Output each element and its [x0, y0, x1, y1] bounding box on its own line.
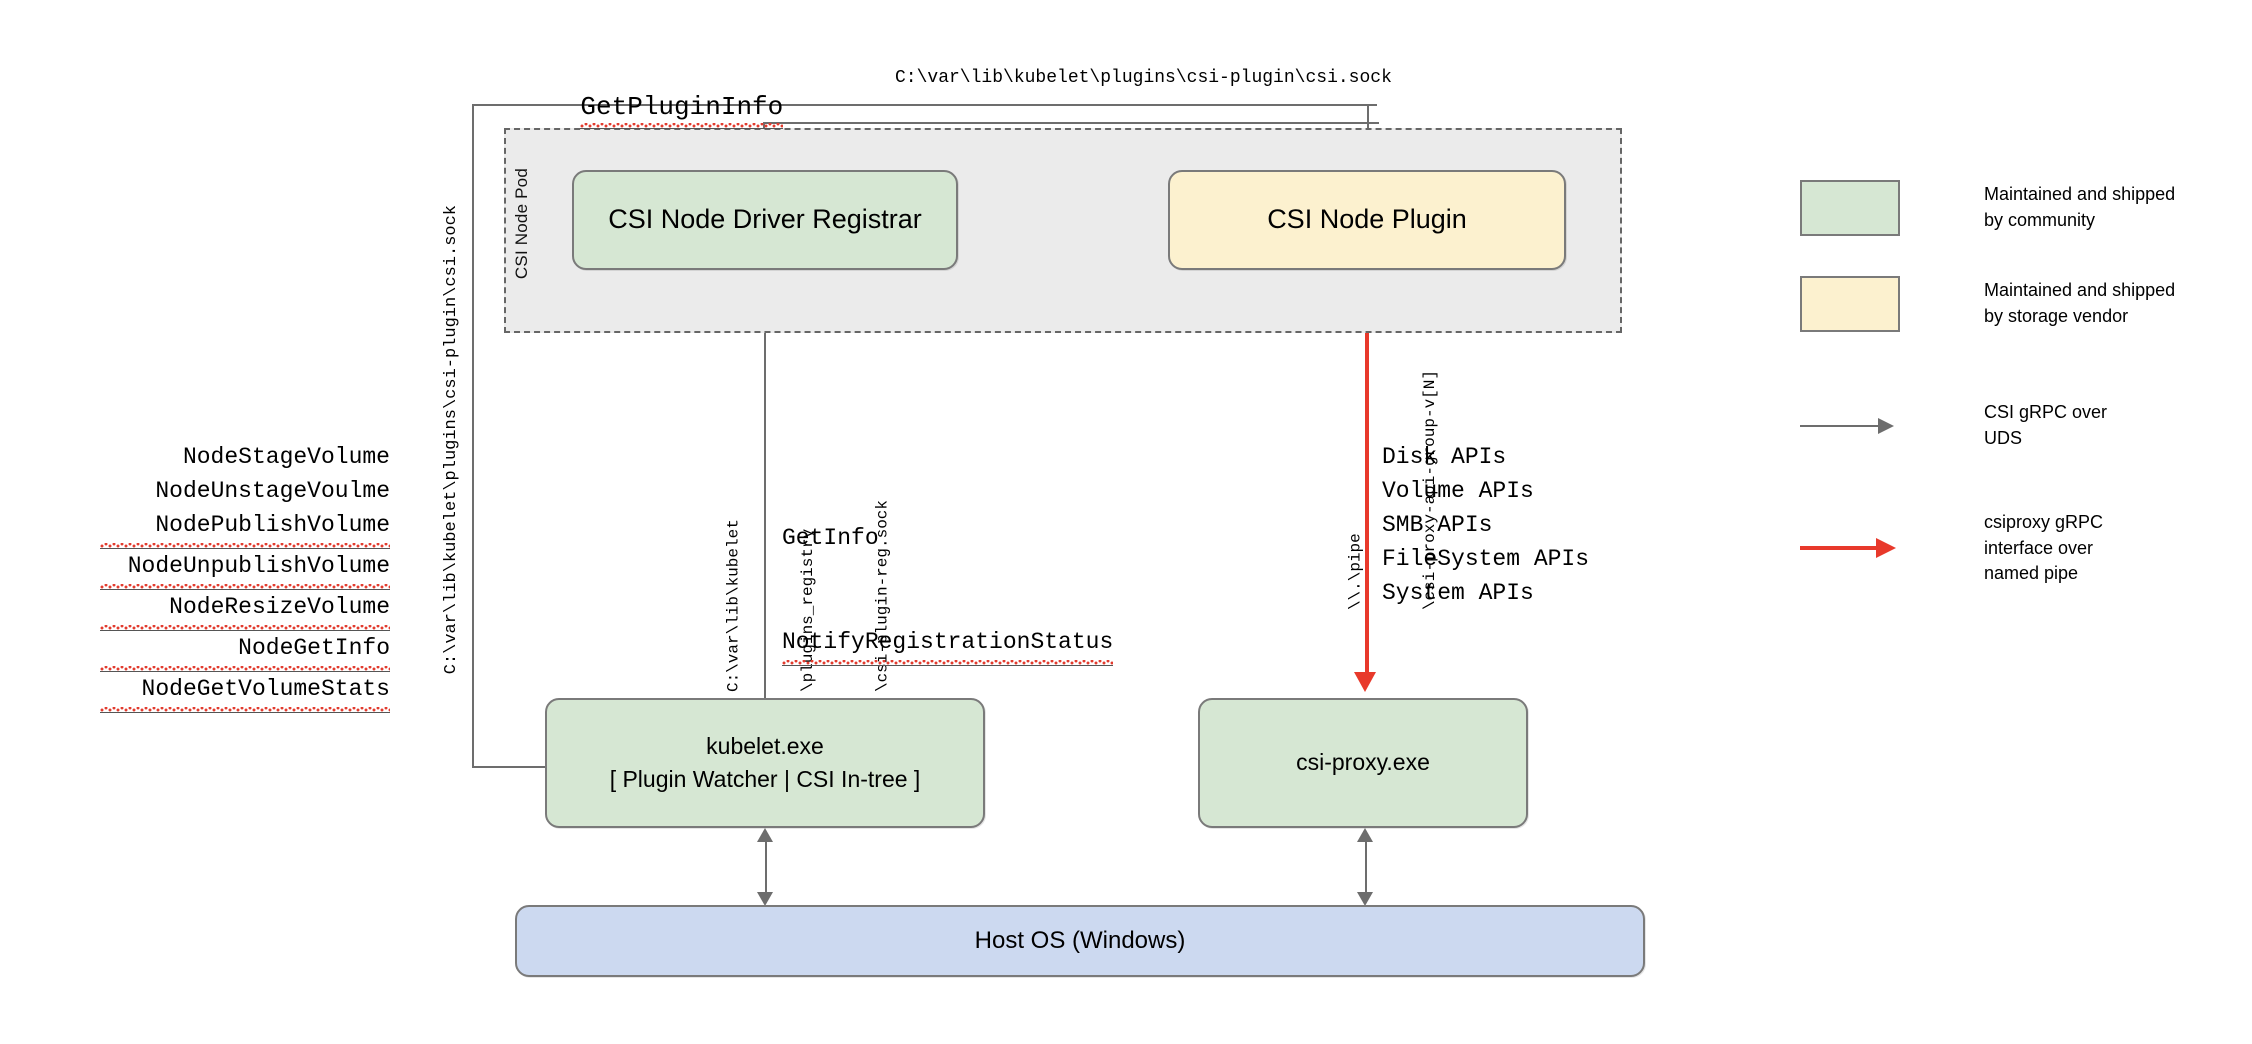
connector-csiproxy-hostos [1365, 840, 1367, 898]
proxy-api-2: SMB APIs [1382, 512, 1493, 539]
box-host-os-label: Host OS (Windows) [974, 926, 1186, 954]
kubelet-line-1: kubelet.exe [706, 732, 824, 759]
proxy-api-1: Volume APIs [1382, 478, 1534, 505]
connector-registrar-top-horizontal [763, 122, 1379, 124]
label-get-info: GetInfo [782, 525, 879, 551]
legend-arrow-grey [1800, 416, 1900, 436]
arrow-kubelet-down [757, 892, 773, 906]
legend-arrow-red [1800, 538, 1900, 559]
legend-item-csiproxy-pipe: csiproxy gRPC interface over named pipe [1800, 510, 2103, 587]
csi-node-pod-label: CSI Node Pod [512, 168, 531, 280]
box-csi-node-plugin[interactable]: CSI Node Plugin [1168, 170, 1566, 270]
arrow-kubelet-up [757, 828, 773, 842]
node-api-2: NodePublishVolume [100, 508, 390, 550]
arrow-into-csi-proxy [1354, 672, 1376, 692]
box-csi-node-driver-registrar[interactable]: CSI Node Driver Registrar [572, 170, 958, 270]
node-api-0: NodeStageVolume [182, 444, 390, 470]
node-api-3: NodeUnpublishVolume [100, 549, 390, 591]
box-host-os[interactable]: Host OS (Windows) [515, 905, 1645, 977]
proxy-api-0: Disk APIs [1382, 444, 1507, 470]
node-api-6: NodeGetVolumeStats [100, 672, 390, 714]
connector-getplugininfo-top [472, 104, 1377, 106]
legend-label-vendor: Maintained and shipped by storage vendor [1984, 280, 2176, 326]
legend-label-community: Maintained and shipped by community [1984, 184, 2176, 230]
node-api-4: NodeResizeVolume [100, 590, 390, 632]
arrow-csiproxy-down [1357, 892, 1373, 906]
label-get-plugin-info: GetPluginInfo [518, 62, 784, 152]
proxy-api-3: FileSystem APIs [1382, 546, 1590, 573]
box-kubelet-exe-text: kubelet.exe [ Plugin Watcher | CSI In-tr… [600, 730, 931, 797]
registry-path-line-1: C:\var\lib\kubelet [724, 519, 743, 693]
legend-item-community: Maintained and shipped by community [1800, 180, 2175, 236]
label-csi-proxy-api-groups: Disk APIs Volume APIs SMB APIs FileSyste… [1382, 440, 1589, 610]
kubelet-line-2: [ Plugin Watcher | CSI In-tree ] [609, 766, 921, 792]
connector-nodeplugin-to-csiproxy [1365, 270, 1369, 678]
label-node-service-apis: NodeStageVolume NodeUnstageVoulme NodePu… [100, 440, 390, 714]
box-kubelet-exe[interactable]: kubelet.exe [ Plugin Watcher | CSI In-tr… [545, 698, 985, 828]
box-csi-node-plugin-label: CSI Node Plugin [1267, 204, 1467, 235]
node-api-5: NodeGetInfo [100, 631, 390, 673]
legend-label-csiproxy-pipe: csiproxy gRPC interface over named pipe [1984, 512, 2104, 584]
pipe-path-line-1: \\.\pipe [1346, 533, 1365, 611]
connector-kubelet-hostos [765, 840, 767, 898]
label-csi-sock-path: C:\var\lib\kubelet\plugins\csi-plugin\cs… [895, 68, 1392, 88]
node-api-1: NodeUnstageVoulme [155, 478, 390, 505]
label-registration-rpcs: GetInfo NotifyRegistrationStatus [782, 452, 1114, 735]
connector-getplugininfo-vertical [472, 104, 474, 768]
proxy-api-4: System APIs [1382, 580, 1534, 607]
legend-swatch-community [1800, 180, 1900, 236]
legend-swatch-vendor [1800, 276, 1900, 332]
box-csi-proxy-exe[interactable]: csi-proxy.exe [1198, 698, 1528, 828]
legend-item-vendor: Maintained and shipped by storage vendor [1800, 276, 2175, 332]
connector-getplugininfo-bottom [472, 766, 547, 768]
label-notify-registration-status: NotifyRegistrationStatus [782, 624, 1114, 666]
legend-item-csi-grpc-uds: CSI gRPC over UDS [1800, 400, 2107, 451]
box-csi-proxy-exe-label: csi-proxy.exe [1296, 749, 1430, 776]
connector-kubelet-to-registrar [764, 292, 766, 698]
box-csi-node-driver-registrar-label: CSI Node Driver Registrar [608, 204, 922, 235]
legend-label-csi-grpc-uds: CSI gRPC over UDS [1984, 402, 2108, 448]
label-uds-socket-path-vertical: C:\var\lib\kubelet\plugins\csi-plugin\cs… [442, 205, 461, 675]
arrow-csiproxy-up [1357, 828, 1373, 842]
